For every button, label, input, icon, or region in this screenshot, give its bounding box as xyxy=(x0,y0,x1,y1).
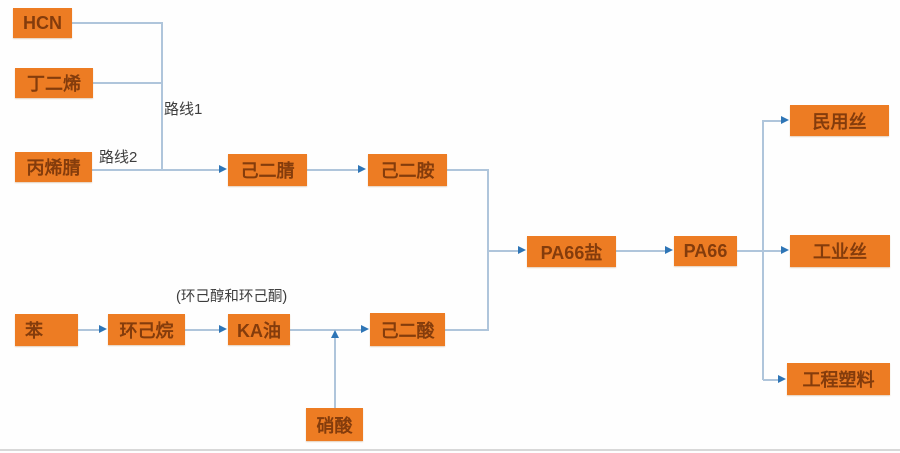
arrow-into-adipicacid-icon xyxy=(361,325,369,333)
arrow-into-civilian-fiber-icon xyxy=(781,116,789,124)
edge-to-industrial-fiber-line xyxy=(763,250,782,252)
edge-to-pa66salt-line xyxy=(488,250,519,252)
edge-merge-vertical-line xyxy=(487,169,489,331)
node-engineering-plastics: 工程塑料 xyxy=(787,363,890,395)
node-hcn: HCN xyxy=(13,8,72,38)
bottom-divider xyxy=(0,449,900,451)
node-civilian-fiber: 民用丝 xyxy=(790,105,889,136)
arrow-into-cyclohexane-icon xyxy=(99,325,107,333)
arrow-into-kaoil-icon xyxy=(219,325,227,333)
edge-butadiene-line xyxy=(93,82,162,84)
edge-route1-vertical-line xyxy=(161,22,163,170)
node-industrial-fiber: 工业丝 xyxy=(790,235,890,267)
edge-adiponitrile-hexamethylenediamine-line xyxy=(307,169,360,171)
node-benzene: 苯 xyxy=(15,314,78,346)
edge-outputs-vertical-line xyxy=(762,120,764,380)
node-nitric-acid: 硝酸 xyxy=(306,408,363,441)
edge-hcn-line xyxy=(72,22,162,24)
node-pa66-salt: PA66盐 xyxy=(527,236,616,267)
edge-adipicacid-out-line xyxy=(445,329,488,331)
arrow-into-industrial-fiber-icon xyxy=(781,246,789,254)
node-cyclohexane: 环己烷 xyxy=(108,314,185,345)
edge-cyclohexane-kaoil-line xyxy=(185,329,220,331)
edge-pa66-out-line xyxy=(737,250,763,252)
arrow-from-nitricacid-icon xyxy=(331,330,339,338)
node-adipic-acid: 己二酸 xyxy=(370,313,445,346)
arrow-into-pa66salt-icon xyxy=(518,246,526,254)
arrow-into-pa66-icon xyxy=(665,246,673,254)
edge-to-engineering-plastics-line xyxy=(763,379,779,381)
edge-benzene-cyclohexane-line xyxy=(78,329,100,331)
edge-kaoil-adipicacid-line xyxy=(290,329,362,331)
node-pa66: PA66 xyxy=(674,236,737,266)
arrow-into-engineering-plastics-icon xyxy=(778,375,786,383)
node-hexamethylenediamine: 己二胺 xyxy=(368,154,447,186)
arrow-into-adiponitrile-icon xyxy=(219,165,227,173)
node-butadiene: 丁二烯 xyxy=(15,68,93,98)
node-acrylonitrile: 丙烯腈 xyxy=(15,152,92,182)
edge-hexamethylenediamine-out-line xyxy=(447,169,488,171)
label-route2: 路线2 xyxy=(99,149,138,166)
label-ka-oil-note: (环己醇和环己酮) xyxy=(176,289,288,305)
edge-to-civilian-fiber-line xyxy=(763,120,782,122)
label-route1: 路线1 xyxy=(164,101,203,118)
edge-acrylonitrile-line xyxy=(92,169,221,171)
edge-nitricacid-vertical-line xyxy=(334,338,336,408)
arrow-into-hexamethylenediamine-icon xyxy=(358,165,366,173)
node-ka-oil: KA油 xyxy=(228,314,290,345)
node-adiponitrile: 己二腈 xyxy=(228,154,307,186)
edge-pa66salt-pa66-line xyxy=(616,250,666,252)
